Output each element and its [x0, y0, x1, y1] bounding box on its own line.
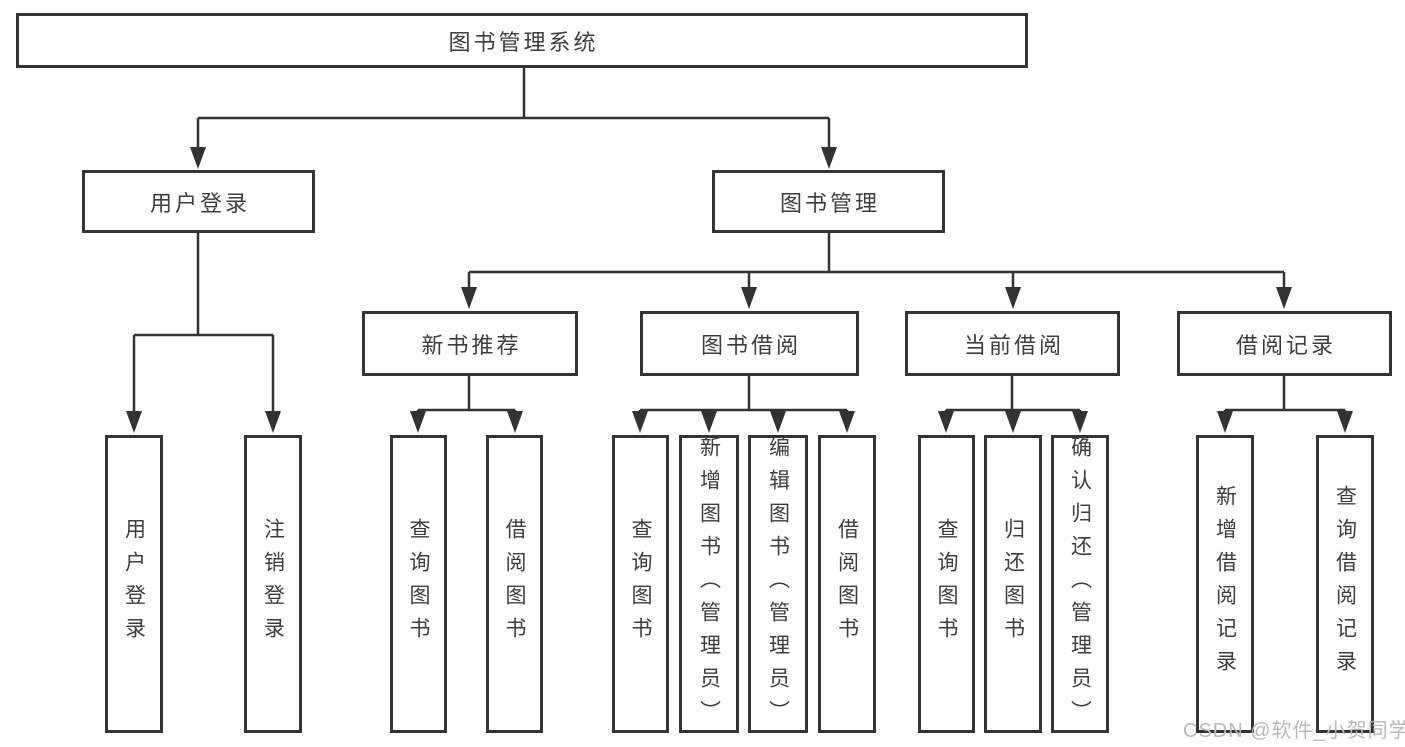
leaf-user-login-label: 用户登录 [122, 518, 146, 650]
leaf-nb-query-book-label: 查询图书 [407, 518, 430, 650]
leaf-cb-confirm-return-admin: 确认归还（管理员） [1051, 435, 1109, 733]
arrowhead-icon [821, 147, 837, 169]
leaf-bb-query-book-label: 查询图书 [629, 518, 652, 650]
arrowhead-icon [938, 411, 954, 433]
leaf-bb-borrow-book: 借阅图书 [818, 435, 876, 733]
arrowhead-icon [1337, 411, 1353, 433]
leaf-bb-edit-book-admin-label: 编辑图书（管理员） [766, 435, 790, 733]
node-current-borrow-label: 当前借阅 [963, 332, 1064, 358]
arrowhead-icon [265, 411, 281, 433]
node-new-book-recommend-label: 新书推荐 [421, 332, 522, 358]
connector-borrow-record [1223, 376, 1347, 414]
node-user-login: 用户登录 [82, 170, 315, 233]
node-user-login-label: 用户登录 [149, 190, 250, 216]
node-borrow-record-label: 借阅记录 [1235, 332, 1336, 358]
arrowhead-icon [770, 411, 786, 433]
node-current-borrow: 当前借阅 [905, 311, 1120, 376]
leaf-cb-return-book-label: 归还图书 [1001, 518, 1025, 650]
arrowhead-icon [1072, 411, 1088, 433]
connector-book-borrow [638, 376, 849, 414]
leaf-bb-query-book: 查询图书 [612, 435, 669, 733]
leaf-bb-add-book-admin: 新增图书（管理员） [679, 435, 739, 733]
connector-user-login [132, 233, 275, 414]
node-root-label: 图书管理系统 [448, 29, 599, 55]
leaf-user-login: 用户登录 [105, 435, 163, 733]
leaf-nb-borrow-book: 借阅图书 [486, 435, 543, 733]
node-root: 图书管理系统 [16, 13, 1028, 68]
leaf-bb-edit-book-admin: 编辑图书（管理员） [748, 435, 808, 733]
leaf-bb-add-book-admin-label: 新增图书（管理员） [697, 435, 721, 733]
arrowhead-icon [1217, 411, 1233, 433]
arrowhead-icon [701, 411, 717, 433]
node-book-management: 图书管理 [712, 170, 945, 233]
arrowhead-icon [507, 411, 523, 433]
arrowhead-icon [1005, 287, 1021, 309]
leaf-br-add-record-label: 新增借阅记录 [1213, 485, 1237, 683]
leaf-br-add-record: 新增借阅记录 [1196, 435, 1254, 733]
node-book-borrow: 图书借阅 [640, 311, 859, 376]
arrowhead-icon [741, 287, 757, 309]
arrowhead-icon [839, 411, 855, 433]
leaf-br-query-record-label: 查询借阅记录 [1333, 485, 1357, 683]
node-book-borrow-label: 图书借阅 [700, 332, 801, 358]
node-new-book-recommend: 新书推荐 [362, 311, 578, 376]
leaf-nb-query-book: 查询图书 [390, 435, 447, 733]
leaf-cb-query-book-label: 查询图书 [935, 518, 958, 650]
leaf-cb-return-book: 归还图书 [984, 435, 1042, 733]
leaf-nb-borrow-book-label: 借阅图书 [503, 518, 526, 650]
arrowhead-icon [410, 411, 426, 433]
leaf-br-query-record: 查询借阅记录 [1316, 435, 1374, 733]
connector-current-borrow [944, 376, 1082, 414]
arrowhead-icon [126, 411, 142, 433]
leaf-logout: 注销登录 [244, 435, 302, 733]
arrowhead-icon [632, 411, 648, 433]
watermark: CSDN @软件_小贺同学 [1183, 720, 1405, 742]
connector-new-book-recommend [416, 376, 517, 414]
leaf-cb-query-book: 查询图书 [918, 435, 975, 733]
leaf-bb-borrow-book-label: 借阅图书 [835, 518, 859, 650]
arrowhead-icon [461, 287, 477, 309]
node-borrow-record: 借阅记录 [1177, 311, 1392, 376]
arrowhead-icon [1276, 287, 1292, 309]
node-book-management-label: 图书管理 [779, 190, 880, 216]
connector-book-management [467, 233, 1286, 290]
connector-root [196, 68, 831, 150]
leaf-cb-confirm-return-admin-label: 确认归还（管理员） [1068, 435, 1092, 733]
arrowhead-icon [190, 147, 206, 169]
leaf-logout-label: 注销登录 [261, 518, 285, 650]
arrowhead-icon [1005, 411, 1021, 433]
